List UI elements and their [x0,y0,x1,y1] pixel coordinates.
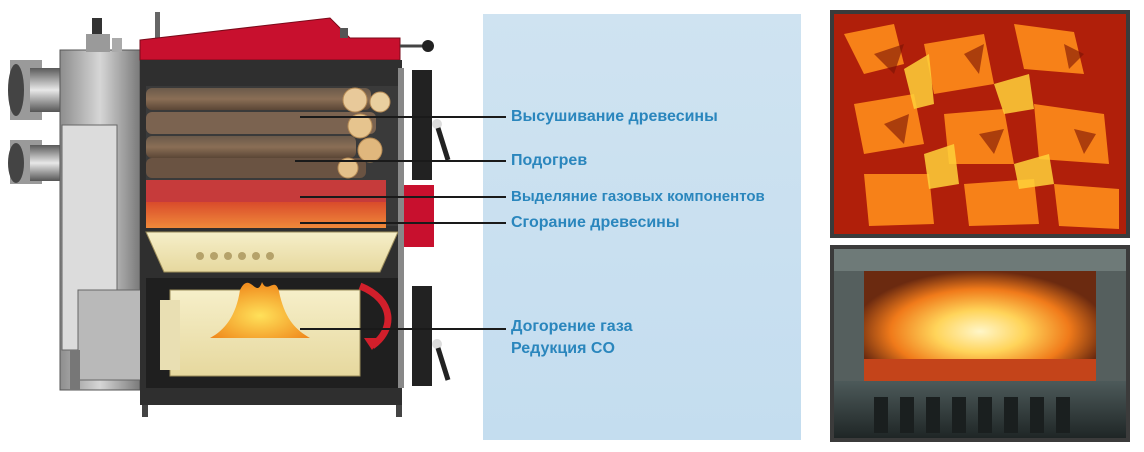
label-panel [483,14,801,440]
label-co-reduction: Редукция CO [511,340,615,357]
leader-line-heating [295,160,506,162]
label-afterburn-gas: Догорение газа [511,318,633,335]
label-heating: Подогрев [511,152,588,169]
label-combustion: Сгорание древесины [511,214,680,231]
photo-furnace-flame [830,245,1130,442]
photo-glowing-embers [830,10,1130,238]
leader-line-drying [300,116,506,118]
leader-line-gas-release [300,196,506,198]
label-drying: Высушивание древесины [511,108,718,125]
leader-line-afterburn [300,328,506,330]
leader-line-combustion [300,222,506,224]
boiler-cutaway-illustration [8,12,451,417]
label-gas-release: Выделяние газовых компонентов [511,188,765,205]
